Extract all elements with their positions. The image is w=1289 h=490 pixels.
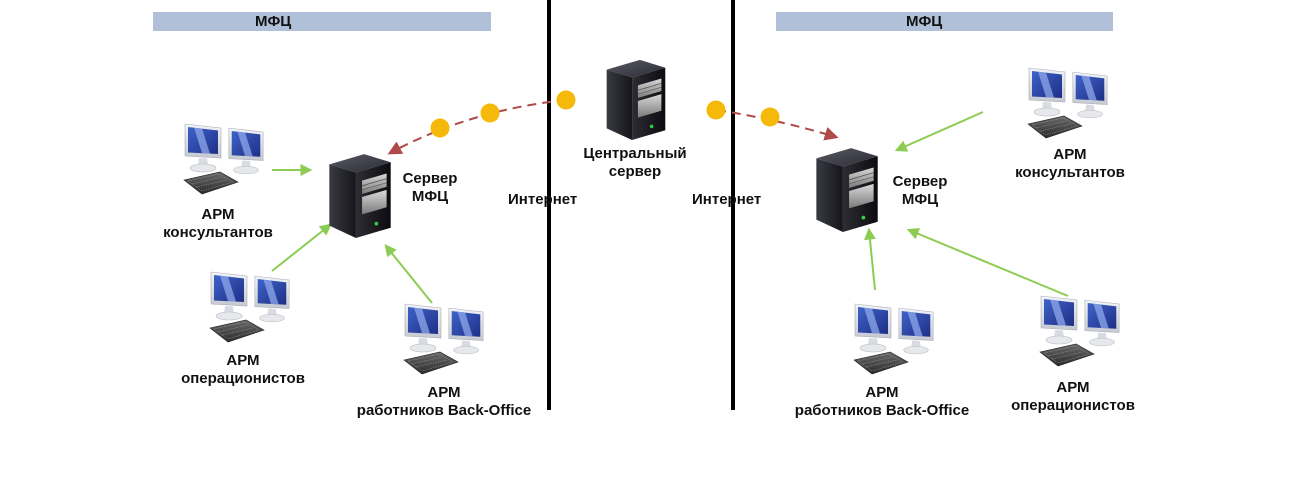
zone-title-left: МФЦ [255,13,292,30]
consultants-label-right-line2: консультантов [1015,164,1125,181]
dual-monitor-workstation-icon [854,304,933,374]
lan-link-operators-right [906,228,1069,297]
zone-header-right: МФЦ [776,12,1113,31]
backoffice-label-right-line1: АРМ [865,384,899,401]
zone-title-right: МФЦ [906,13,943,30]
operators-label-right-line1: АРМ [1056,379,1090,396]
server-tower-icon [815,147,879,233]
internet-node [760,107,780,127]
operators-label-left: АРМ операционистов [168,352,318,388]
central-server-label: Центральный сервер [570,145,700,181]
server-label-right: Сервер МФЦ [885,173,955,209]
internet-node [430,118,450,138]
server-label-left-line1: Сервер [402,170,458,187]
lan-link-consultants-right [894,111,984,152]
dual-monitor-workstation-icon [210,272,289,342]
dual-monitor-workstation-icon [1040,296,1119,366]
zone-header-left: МФЦ [153,12,491,31]
server-label-left-line2: МФЦ [411,188,449,205]
server-label-right-line2: МФЦ [901,191,939,208]
server-label-right-line1: Сервер [892,173,948,190]
server-label-left: Сервер МФЦ [395,170,465,206]
internet-link-right [716,109,839,141]
lan-link-operators-left [271,223,332,272]
backoffice-label-right: АРМ работников Back-Office [784,384,980,420]
consultants-label-left-line2: консультантов [163,224,273,241]
internet-node [480,103,500,123]
consultants-label-right: АРМ консультантов [1000,146,1140,182]
dual-monitor-workstation-icon [404,304,483,374]
central-server-label-line2: сервер [608,163,662,180]
backoffice-label-right-line2: работников Back-Office [794,402,970,419]
lan-link-backoffice-left [384,244,433,304]
server-tower-icon [328,153,392,239]
operators-label-right: АРМ операционистов [998,379,1148,415]
operators-label-left-line1: АРМ [226,352,260,369]
central-server-label-line1: Центральный [583,145,687,162]
backoffice-label-left: АРМ работников Back-Office [346,384,542,420]
consultants-label-left: АРМ консультантов [148,206,288,242]
consultants-label-right-line1: АРМ [1053,146,1087,163]
operators-label-right-line2: операционистов [1011,397,1135,414]
consultants-label-left-line1: АРМ [201,206,235,223]
internet-label-left: Интернет [508,191,578,208]
internet-label-right: Интернет [692,191,762,208]
dual-monitor-workstation-icon [184,124,263,194]
operators-label-left-line2: операционистов [181,370,305,387]
backoffice-label-left-line1: АРМ [427,384,461,401]
internet-link-left [387,99,567,155]
lan-link-backoffice-right [863,227,876,291]
internet-node [556,90,576,110]
server-tower-icon [606,59,666,141]
internet-node [706,100,726,120]
dual-monitor-workstation-icon [1028,68,1107,138]
backoffice-label-left-line2: работников Back-Office [356,402,532,419]
